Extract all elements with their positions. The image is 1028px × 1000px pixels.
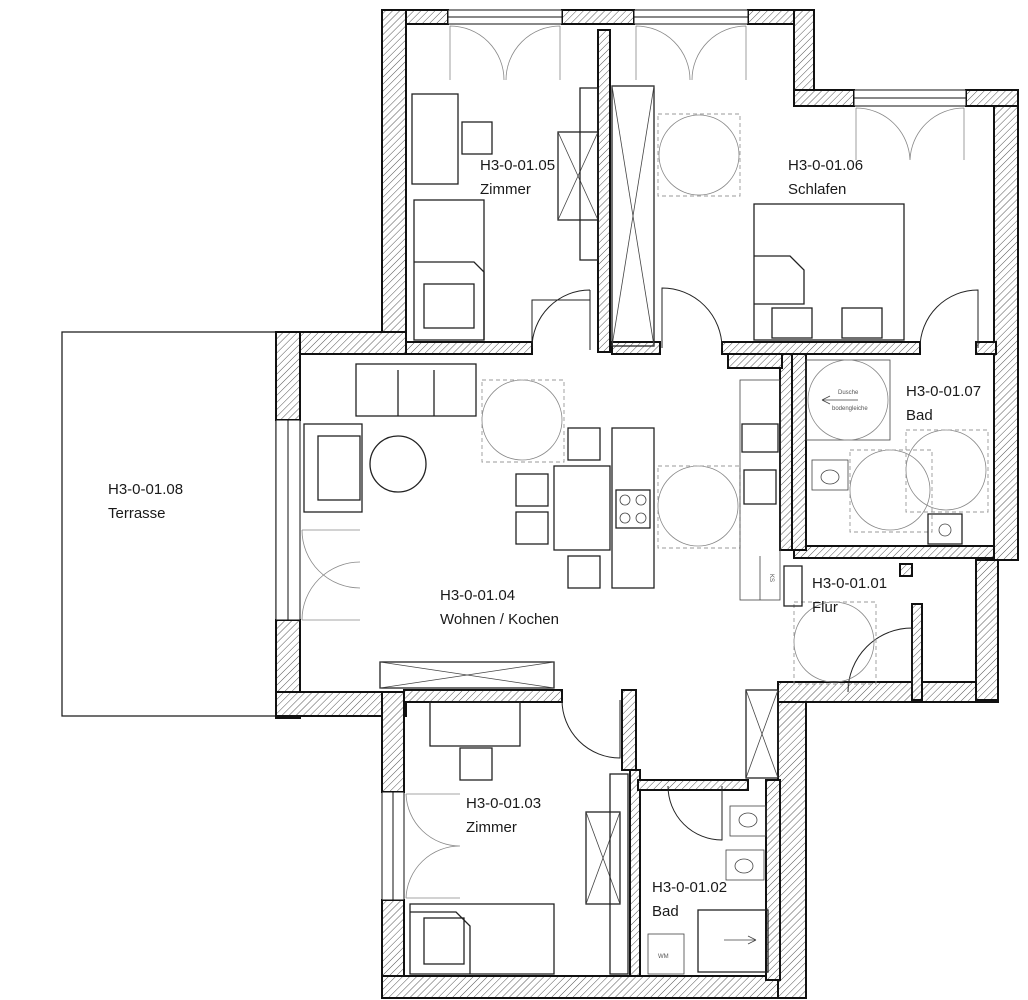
interior-walls [403, 29, 997, 981]
room-05-name: Zimmer [480, 181, 531, 198]
room-07-id: H3-0-01.07 [906, 383, 981, 400]
room-03-id: H3-0-01.03 [466, 795, 541, 812]
room-03-furniture [409, 701, 629, 975]
wm-label: WM [658, 954, 669, 960]
room-02-name: Bad [652, 903, 679, 920]
terrace-area [61, 331, 277, 717]
living-furniture [303, 363, 781, 779]
room-01-name: Flur [812, 599, 838, 616]
exterior-walls [275, 9, 1019, 999]
room-05-furniture [411, 87, 599, 341]
room-03-name: Zimmer [466, 819, 517, 836]
hall-fixtures: KS [768, 565, 877, 685]
bath-02-fixtures: WM [647, 805, 769, 975]
room-07-name: Bad [906, 407, 933, 424]
room-06-furniture [657, 113, 905, 341]
room-08-id: H3-0-01.08 [108, 481, 183, 498]
room-labels: H3-0-01.05 Zimmer H3-0-01.06 Schlafen H3… [108, 157, 981, 920]
shower-sublabel: bodengleiche [832, 406, 868, 412]
room-02-id: H3-0-01.02 [652, 879, 727, 896]
room-05-id: H3-0-01.05 [480, 157, 555, 174]
room-01-id: H3-0-01.01 [812, 575, 887, 592]
room-04-name: Wohnen / Kochen [440, 611, 559, 628]
room-06-name: Schlafen [788, 181, 846, 198]
ks-label: KS [768, 574, 774, 582]
shower-label: Dusche [838, 390, 859, 396]
room-04-id: H3-0-01.04 [440, 587, 515, 604]
wardrobe-shared [611, 85, 655, 347]
room-08-name: Terrasse [108, 505, 166, 522]
room-06-id: H3-0-01.06 [788, 157, 863, 174]
windows [275, 9, 967, 901]
doors [531, 287, 979, 841]
bath-07-fixtures: Dusche bodengleiche [805, 359, 989, 545]
